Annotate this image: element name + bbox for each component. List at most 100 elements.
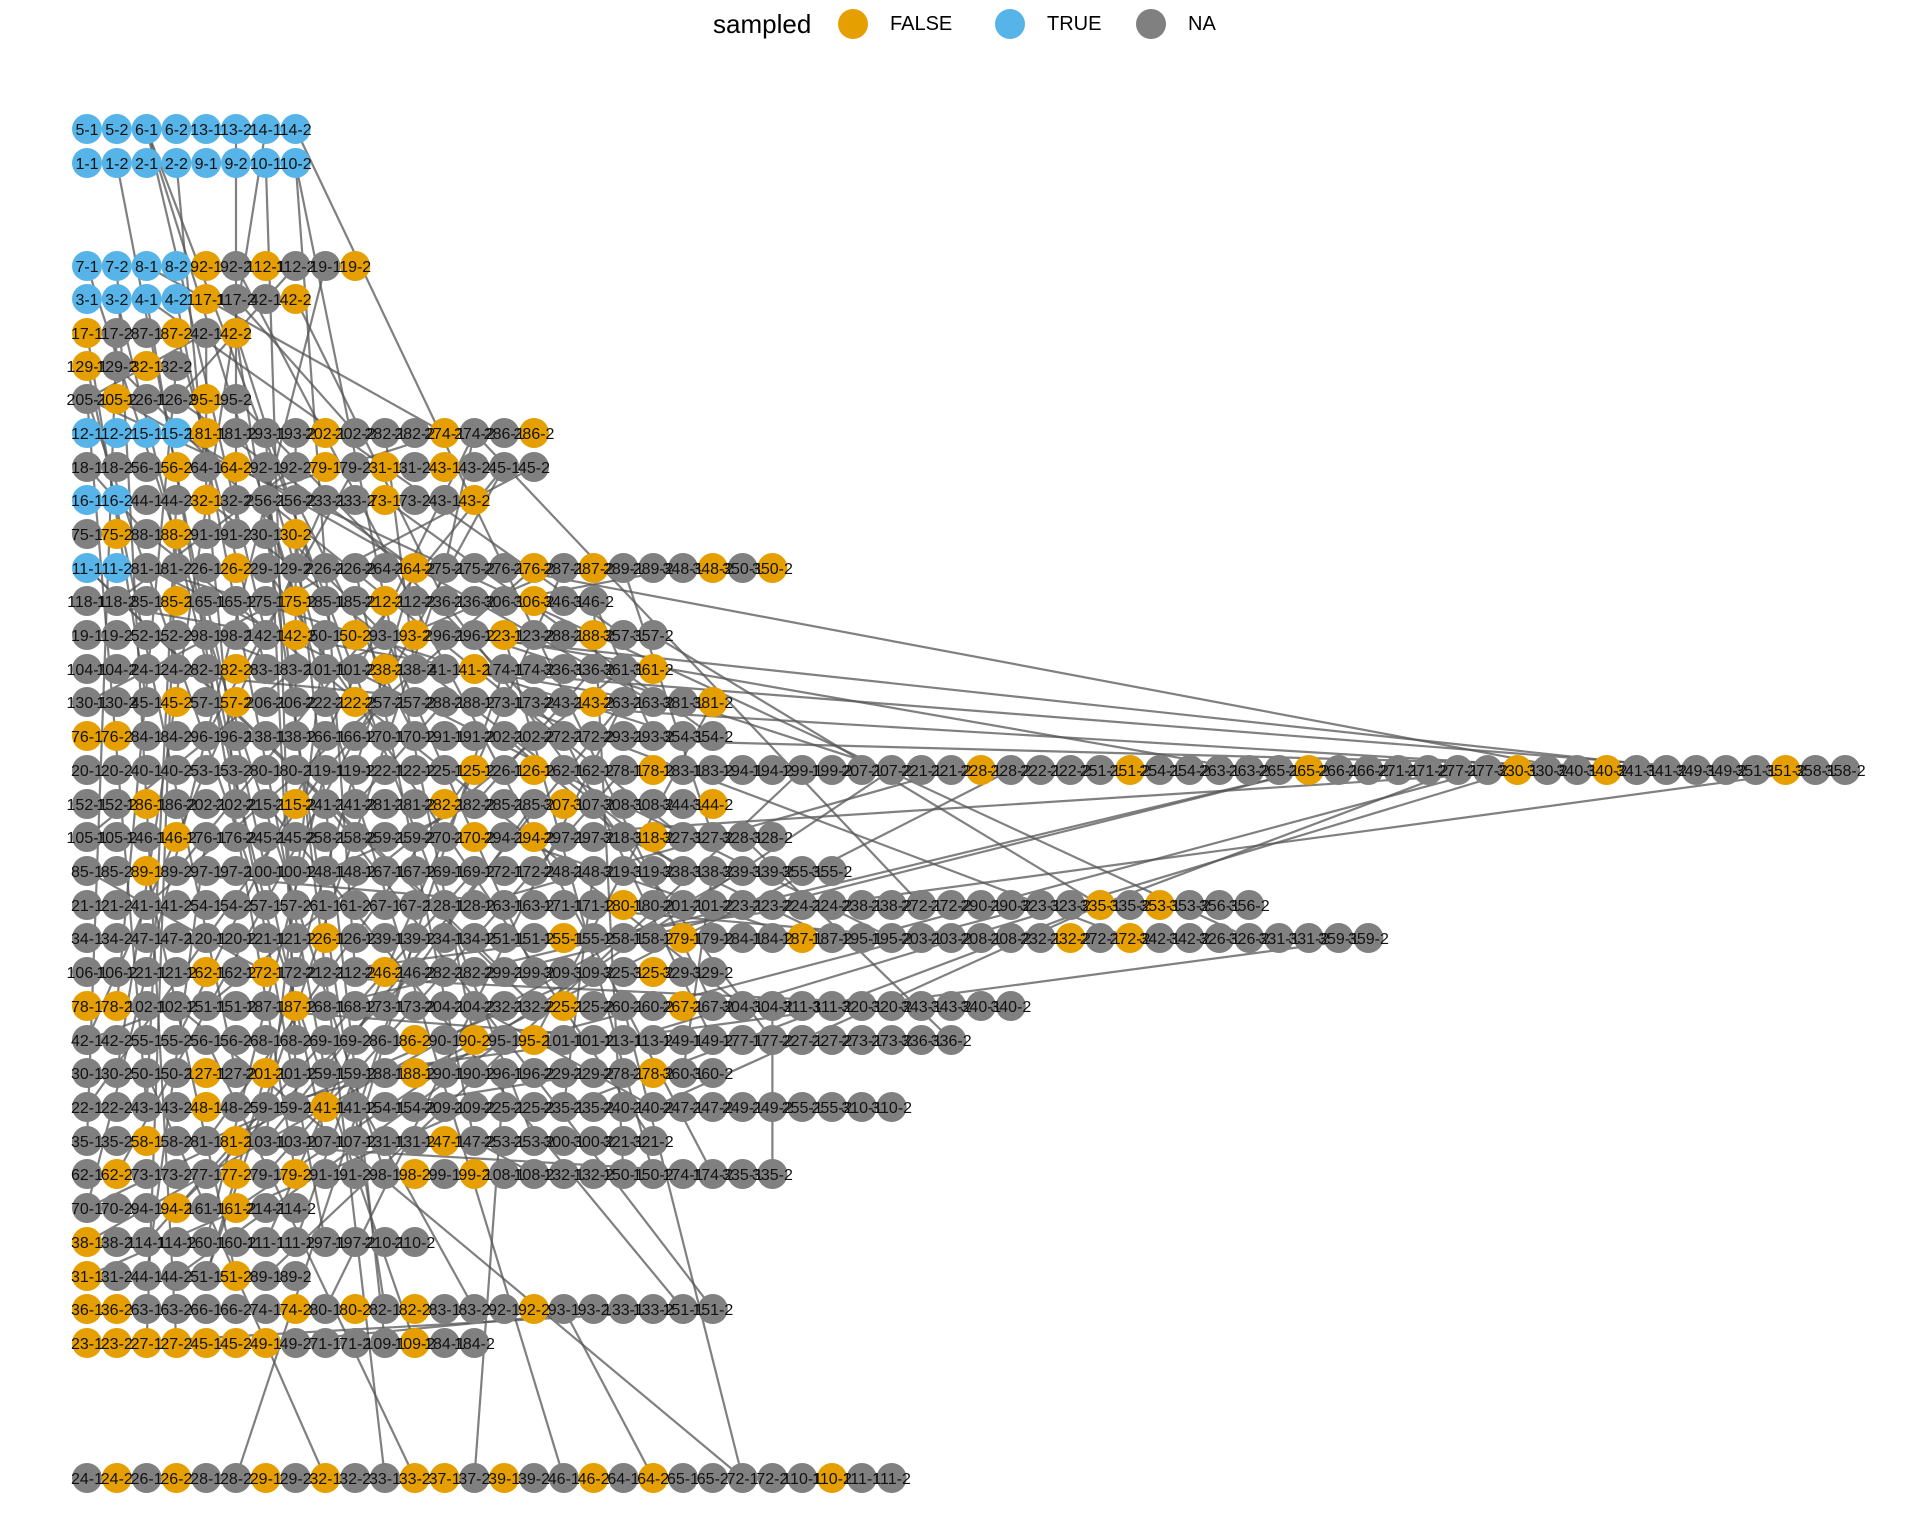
node-circle — [578, 687, 609, 717]
node-label: 300-1 — [543, 1134, 584, 1151]
node-label: 113-1 — [604, 1033, 644, 1050]
node-circle — [340, 789, 371, 819]
node-label: 272-1 — [543, 729, 584, 746]
node-label: 81-1 — [190, 1134, 222, 1151]
node-circle — [310, 856, 341, 886]
node-label: 87-2 — [160, 326, 192, 343]
node-label: 178-2 — [633, 763, 674, 780]
node-circle — [280, 620, 311, 650]
node-label: 349-2 — [1706, 763, 1747, 780]
node-circle — [310, 1092, 341, 1122]
node-circle — [548, 822, 579, 852]
node-label: 14-2 — [280, 122, 312, 139]
node-label: 162-1 — [186, 965, 227, 982]
node-circle — [548, 620, 579, 650]
node-circle — [489, 789, 520, 819]
node-label: 210-2 — [394, 1235, 435, 1252]
node-circle — [250, 452, 281, 482]
node-label: 96-2 — [220, 729, 252, 746]
node-label: 170-2 — [394, 729, 435, 746]
node-label: 28-1 — [190, 1471, 222, 1488]
node-label: 265-2 — [1288, 763, 1329, 780]
node-circle — [250, 114, 281, 144]
node-circle — [459, 485, 490, 515]
node-circle — [1025, 923, 1056, 953]
node-circle — [250, 755, 281, 785]
node-label: 257-2 — [394, 695, 435, 712]
node-circle — [250, 822, 281, 852]
node-label: 167-2 — [394, 864, 435, 881]
node-label: 53-1 — [190, 763, 222, 780]
node-circle — [429, 991, 460, 1021]
node-label: 180-2 — [633, 898, 674, 915]
node-label: 111-2 — [276, 1235, 315, 1252]
node-circle — [221, 755, 251, 785]
node-circle — [995, 755, 1026, 785]
node-circle — [191, 991, 222, 1021]
node-circle — [131, 1159, 162, 1189]
node-circle — [72, 620, 102, 650]
node-circle — [280, 114, 311, 144]
node-circle — [280, 1025, 311, 1055]
node-label: 154-2 — [394, 1100, 435, 1117]
node-circle — [72, 1227, 102, 1257]
node-label: 202-2 — [216, 797, 257, 814]
node-label: 56-1 — [131, 460, 163, 477]
node-label: 8-2 — [165, 259, 188, 276]
node-circle — [161, 318, 192, 348]
node-label: 163-1 — [484, 898, 525, 915]
node-circle — [936, 890, 967, 920]
node-label: 98-1 — [190, 628, 222, 645]
node-circle — [101, 114, 132, 144]
node-circle — [72, 1159, 102, 1189]
node-label: 311-1 — [782, 999, 822, 1016]
node-label: 311-2 — [812, 999, 852, 1016]
node-circle — [459, 687, 490, 717]
node-label: 19-1 — [309, 259, 341, 276]
node-circle — [489, 721, 520, 751]
node-circle — [757, 755, 788, 785]
node-circle — [757, 1025, 788, 1055]
node-circle — [1562, 755, 1592, 785]
node-label: 172-1 — [484, 864, 525, 881]
node-label: 340-1 — [961, 999, 1002, 1016]
node-label: 281-1 — [365, 797, 406, 814]
edge — [86, 599, 654, 704]
node-circle — [1115, 890, 1145, 920]
node-label: 178-1 — [603, 763, 644, 780]
node-circle — [399, 586, 430, 616]
node-label: 222-1 — [305, 695, 346, 712]
node-label: 30-1 — [71, 1066, 103, 1083]
node-circle — [340, 755, 371, 785]
node-circle — [399, 1058, 430, 1088]
node-circle — [697, 1159, 728, 1189]
node-circle — [101, 384, 132, 414]
node-circle — [1204, 923, 1235, 953]
node-circle — [459, 654, 490, 684]
node-label: 68-2 — [280, 1033, 312, 1050]
node-label: 82-1 — [369, 1302, 401, 1319]
node-label: 2-1 — [135, 156, 158, 173]
node-circle — [221, 148, 251, 178]
node-circle — [459, 822, 490, 852]
node-label: 346-1 — [543, 594, 584, 611]
node-circle — [310, 620, 341, 650]
node-label: 90-1 — [429, 1033, 461, 1050]
node-circle — [1085, 755, 1116, 785]
node-circle — [817, 923, 847, 953]
node-label: 94-2 — [160, 1201, 192, 1218]
node-circle — [1055, 755, 1086, 785]
node-circle — [1115, 923, 1145, 953]
node-circle — [548, 991, 579, 1021]
node-label: 83-1 — [250, 662, 282, 679]
node-circle — [608, 654, 639, 684]
node-label: 335-2 — [1110, 898, 1151, 915]
legend-item-true: TRUE — [995, 8, 1101, 40]
node-label: 356-2 — [1229, 898, 1270, 915]
node-label: 54-2 — [220, 898, 252, 915]
node-label: 259-2 — [394, 830, 435, 847]
node-circle — [161, 452, 192, 482]
node-label: 91-2 — [220, 527, 252, 544]
node-label: 16-2 — [101, 493, 133, 510]
node-circle — [221, 418, 251, 448]
